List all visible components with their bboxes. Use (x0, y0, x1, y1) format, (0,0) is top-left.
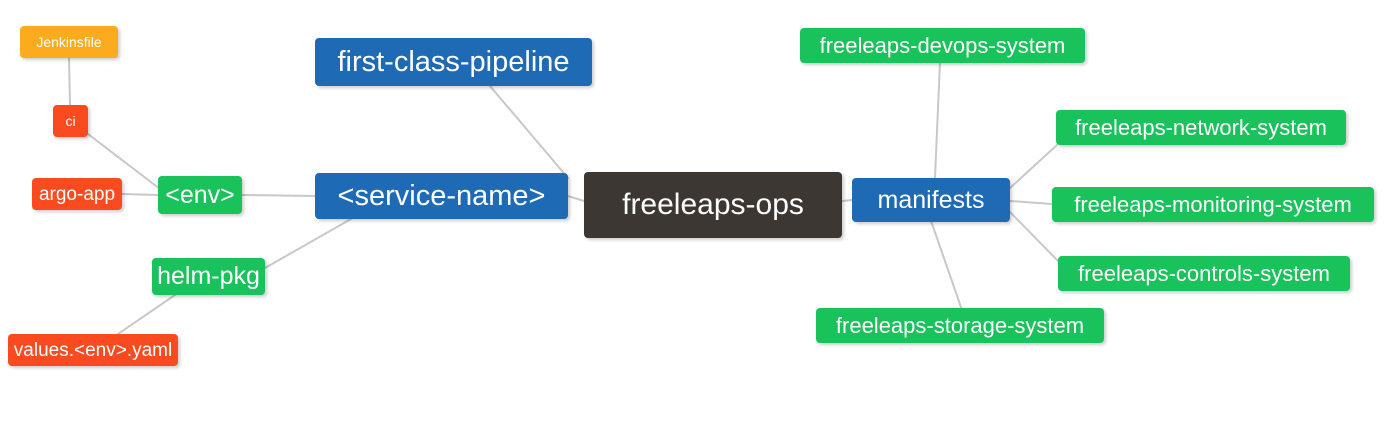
node-freeleaps-network-system-label: freeleaps-network-system (1075, 114, 1327, 140)
node-freeleaps-controls-system-label: freeleaps-controls-system (1078, 260, 1330, 286)
node-service-name-label: <service-name> (337, 179, 546, 212)
edge-servicename-helmpkg (264, 218, 352, 269)
edge-helmpkg-valuesyaml (117, 294, 176, 335)
node-first-class-pipeline[interactable]: first-class-pipeline (315, 38, 592, 86)
node-values-yaml[interactable]: values.<env>.yaml (8, 334, 178, 366)
edge-manifests-networksystem (1009, 144, 1058, 189)
edge-servicename-firstclasspipeline (489, 85, 569, 179)
node-freeleaps-ops-root-label: freeleaps-ops (622, 188, 804, 221)
node-jenkinsfile-label: Jenkinsfile (36, 34, 102, 50)
node-freeleaps-monitoring-system[interactable]: freeleaps-monitoring-system (1052, 187, 1374, 222)
node-freeleaps-ops-root[interactable]: freeleaps-ops (584, 172, 842, 238)
node-argo-app-label: argo-app (38, 183, 116, 205)
node-freeleaps-devops-system-label: freeleaps-devops-system (819, 32, 1066, 58)
edge-argoapp-env (121, 193, 159, 196)
node-jenkinsfile[interactable]: Jenkinsfile (20, 26, 118, 58)
node-helm-pkg-label: helm-pkg (157, 262, 260, 290)
edge-manifests-devopssystem (934, 61, 941, 179)
node-freeleaps-devops-system[interactable]: freeleaps-devops-system (800, 28, 1085, 63)
node-first-class-pipeline-label: first-class-pipeline (337, 45, 570, 78)
edge-env-servicename (241, 194, 316, 197)
node-helm-pkg[interactable]: helm-pkg (152, 258, 265, 295)
node-service-name[interactable]: <service-name> (315, 173, 568, 219)
node-freeleaps-storage-system-label: freeleaps-storage-system (835, 312, 1085, 338)
edge-manifests-storagesystem (929, 217, 963, 311)
node-manifests[interactable]: manifests (852, 178, 1010, 222)
node-env[interactable]: <env> (158, 176, 242, 214)
edge-root-manifests (841, 199, 853, 202)
node-values-yaml-label: values.<env>.yaml (13, 339, 173, 361)
node-argo-app[interactable]: argo-app (32, 178, 122, 210)
node-freeleaps-controls-system[interactable]: freeleaps-controls-system (1058, 256, 1350, 291)
node-freeleaps-monitoring-system-label: freeleaps-monitoring-system (1074, 191, 1352, 217)
node-freeleaps-network-system[interactable]: freeleaps-network-system (1056, 110, 1346, 145)
edge-jenkinsfile-ci (68, 57, 71, 106)
node-manifests-label: manifests (877, 185, 985, 214)
node-ci-label: ci (65, 113, 76, 129)
node-env-label: <env> (165, 180, 235, 209)
edge-manifests-monitoringsystem (1009, 200, 1053, 205)
node-ci[interactable]: ci (53, 105, 88, 137)
edge-servicename-root (567, 195, 585, 202)
node-freeleaps-storage-system[interactable]: freeleaps-storage-system (816, 308, 1104, 343)
